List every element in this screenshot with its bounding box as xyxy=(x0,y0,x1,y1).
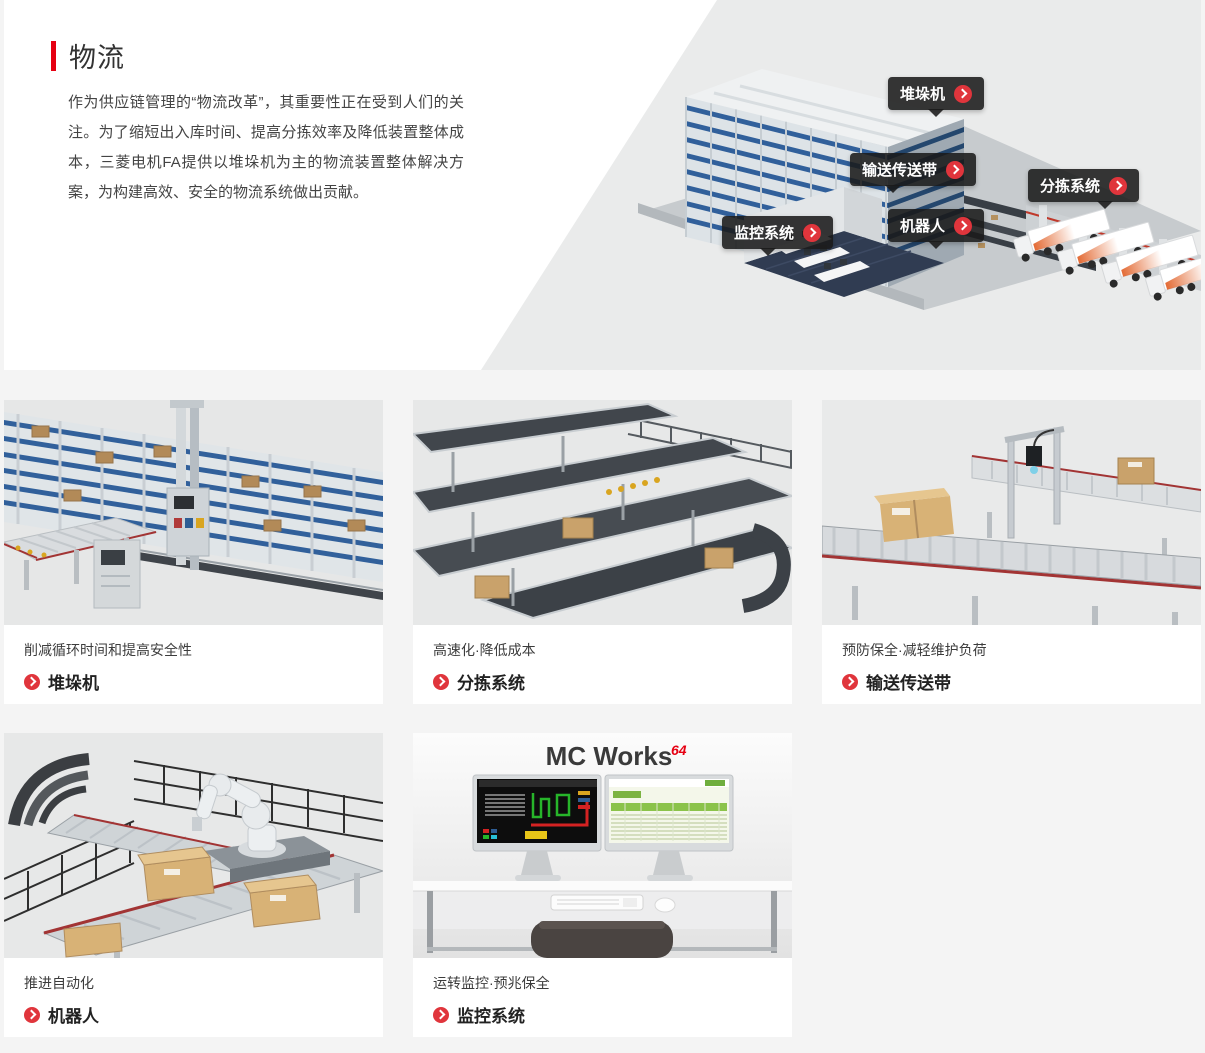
spiral-conveyor xyxy=(8,753,90,827)
card-title: 机器人 xyxy=(48,1007,99,1026)
circle-arrow-icon xyxy=(946,160,965,179)
page-title-text: 物流 xyxy=(69,43,125,73)
card-title: 输送传送带 xyxy=(866,674,951,693)
mc-works64-logo: MC Works 64 xyxy=(546,741,687,771)
svg-text:MC Works: MC Works xyxy=(546,741,673,771)
card-title: 监控系统 xyxy=(457,1007,525,1026)
circle-arrow-icon xyxy=(1109,176,1128,195)
card-image-monitoring-system: MC Works 64 xyxy=(413,733,792,958)
card-caption: 运转监控·预兆保全 监控系统 xyxy=(413,958,792,1027)
callout-label: 分拣系统 xyxy=(1040,178,1101,195)
callout-tail xyxy=(1096,201,1113,209)
callout-label: 监控系统 xyxy=(734,225,795,242)
hero-callout-robot[interactable]: 机器人 xyxy=(888,209,985,249)
card-image-sorting-system xyxy=(413,400,792,625)
circle-arrow-icon xyxy=(954,84,973,103)
card-caption: 预防保全·减轻维护负荷 输送传送带 xyxy=(822,625,1201,694)
front-conveyor xyxy=(822,525,1201,625)
circle-arrow-icon xyxy=(24,673,40,690)
title-accent-bar xyxy=(51,40,56,71)
card-sorting-system[interactable]: 高速化·降低成本 分拣系统 xyxy=(413,400,792,704)
callout-tail xyxy=(928,109,945,117)
circle-arrow-icon xyxy=(842,673,858,690)
card-monitoring-system[interactable]: MC Works 64 xyxy=(413,733,792,1037)
hero-callout-stacker-crane[interactable]: 堆垛机 xyxy=(888,77,985,117)
hero-callout-conveyor-belt[interactable]: 输送传送带 xyxy=(850,153,977,193)
scanner-gantry xyxy=(1004,426,1065,539)
page-title: 物流 xyxy=(51,36,125,75)
right-monitor xyxy=(604,774,734,881)
card-subtitle: 运转监控·预兆保全 xyxy=(433,975,550,991)
callout-label: 机器人 xyxy=(900,218,946,235)
callout-tail xyxy=(885,185,902,193)
card-caption: 高速化·降低成本 分拣系统 xyxy=(413,625,792,694)
card-conveyor-belt[interactable]: 预防保全·减轻维护负荷 输送传送带 xyxy=(822,400,1201,704)
circle-arrow-icon xyxy=(954,216,973,235)
keyboard xyxy=(550,894,644,911)
solution-card-grid: 削减循环时间和提高安全性 堆垛机 xyxy=(4,400,1201,1037)
card-caption: 削减循环时间和提高安全性 堆垛机 xyxy=(4,625,383,694)
hero-callout-monitoring-system[interactable]: 监控系统 xyxy=(722,216,834,256)
callout-tail xyxy=(759,248,776,256)
hero-description: 作为供应链管理的“物流改革”，其重要性正在受到人们的关注。为了缩短出入库时间、提… xyxy=(68,94,464,201)
callout-tail xyxy=(928,241,945,249)
card-subtitle: 高速化·降低成本 xyxy=(433,642,536,658)
card-image-stacker-crane xyxy=(4,400,383,625)
card-link-monitoring-system[interactable]: 监控系统 xyxy=(433,1002,772,1027)
card-link-stacker-crane[interactable]: 堆垛机 xyxy=(24,669,363,694)
card-link-robot[interactable]: 机器人 xyxy=(24,1002,363,1027)
card-link-sorting-system[interactable]: 分拣系统 xyxy=(433,669,772,694)
callout-label: 堆垛机 xyxy=(900,86,946,103)
hero-callout-sorting-system[interactable]: 分拣系统 xyxy=(1028,169,1140,209)
logistics-hero-section: 物流 作为供应链管理的“物流改革”，其重要性正在受到人们的关注。为了缩短出入库时… xyxy=(4,0,1201,370)
circle-arrow-icon xyxy=(433,673,449,690)
card-link-conveyor-belt[interactable]: 输送传送带 xyxy=(842,669,1181,694)
card-image-robot xyxy=(4,733,383,958)
card-caption: 推进自动化 机器人 xyxy=(4,958,383,1027)
circle-arrow-icon xyxy=(24,1006,40,1023)
left-monitor xyxy=(472,774,602,881)
svg-text:64: 64 xyxy=(671,742,687,758)
card-subtitle: 削减循环时间和提高安全性 xyxy=(24,642,192,658)
circle-arrow-icon xyxy=(433,1006,449,1023)
circle-arrow-icon xyxy=(803,223,822,242)
carton-boxes xyxy=(63,846,321,958)
trucks xyxy=(1013,208,1201,301)
card-stacker-crane[interactable]: 削减循环时间和提高安全性 堆垛机 xyxy=(4,400,383,704)
callout-label: 输送传送带 xyxy=(862,162,938,179)
mouse xyxy=(654,897,676,913)
card-image-conveyor-belt xyxy=(822,400,1201,625)
card-title: 分拣系统 xyxy=(457,674,525,693)
back-conveyor xyxy=(971,455,1201,564)
card-subtitle: 预防保全·减轻维护负荷 xyxy=(842,642,987,658)
carton-box xyxy=(874,488,954,542)
card-title: 堆垛机 xyxy=(48,674,99,693)
card-subtitle: 推进自动化 xyxy=(24,975,94,991)
card-robot[interactable]: 推进自动化 机器人 xyxy=(4,733,383,1037)
robot-arm xyxy=(192,773,330,883)
office-chair xyxy=(531,921,673,958)
